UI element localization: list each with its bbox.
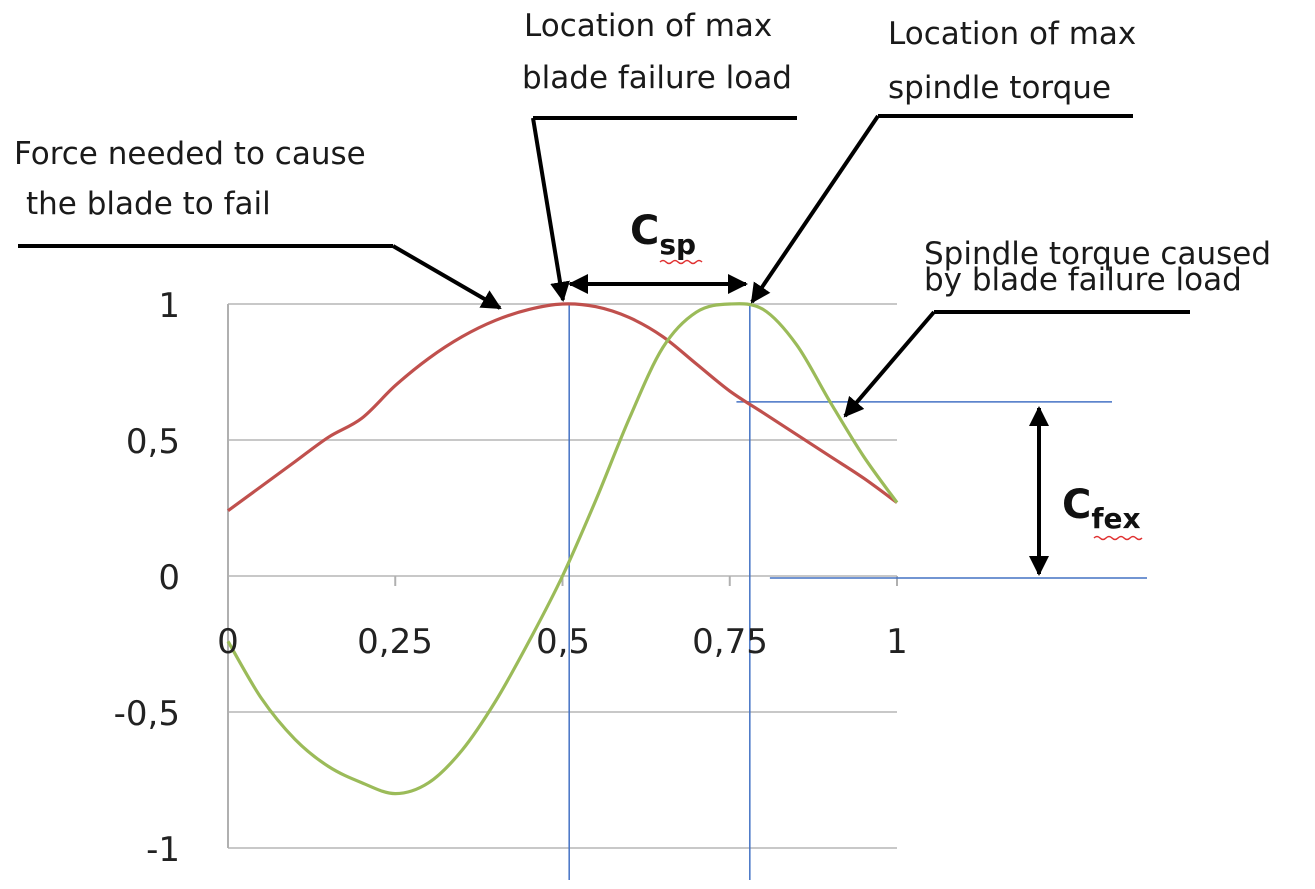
series-line-1 bbox=[226, 302, 899, 796]
csp-label: Csp bbox=[630, 208, 696, 261]
annotation-torque-line1: Spindle torque caused bbox=[924, 236, 1271, 272]
annotation-force-line2: the blade to fail bbox=[26, 186, 271, 222]
x-tick-label: 0 bbox=[217, 622, 239, 662]
x-tick-label: 0,75 bbox=[692, 622, 768, 662]
x-tick-label: 0,5 bbox=[536, 622, 590, 662]
x-tick-label: 1 bbox=[886, 622, 908, 662]
annotation-arrow bbox=[531, 117, 570, 302]
annotation-force-line1: Force needed to cause bbox=[14, 136, 366, 172]
csp-subscript: sp bbox=[659, 228, 696, 261]
annotation-blade-line2: blade failure load bbox=[522, 60, 792, 96]
x-tick-label: 0,25 bbox=[357, 622, 433, 662]
cfex-label: Cfex bbox=[1062, 482, 1141, 535]
spellcheck-squiggle bbox=[1093, 535, 1143, 541]
annotation-arrow bbox=[391, 244, 502, 310]
annotation-arrow bbox=[843, 310, 936, 418]
y-tick-label: 0,5 bbox=[126, 422, 180, 462]
y-tick-label: -0,5 bbox=[114, 694, 180, 734]
annotation-spindle-line1: Location of max bbox=[888, 16, 1136, 52]
y-tick-label: 1 bbox=[158, 286, 180, 326]
spellcheck-squiggle bbox=[659, 259, 703, 265]
series-lines bbox=[226, 302, 899, 796]
annotation-torque-line2-visible: by blade failure load bbox=[924, 262, 1242, 298]
annotation-arrow bbox=[750, 114, 880, 304]
annotation-blade-line1: Location of max bbox=[524, 8, 772, 44]
cfex-subscript: fex bbox=[1091, 502, 1140, 535]
y-tick-label: -1 bbox=[146, 830, 180, 870]
guide-lines bbox=[568, 304, 1147, 880]
series-line-0 bbox=[227, 302, 898, 513]
csp-main: C bbox=[630, 208, 659, 254]
annotation-spindle-line2: spindle torque bbox=[888, 70, 1111, 106]
y-tick-label: 0 bbox=[158, 558, 180, 598]
cfex-main: C bbox=[1062, 482, 1091, 528]
